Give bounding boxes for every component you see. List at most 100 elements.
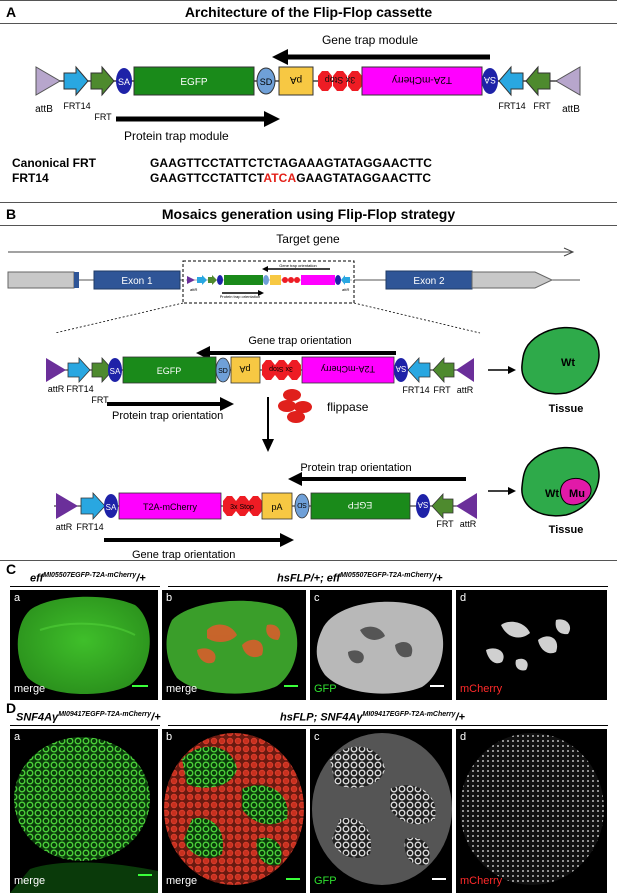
svg-text:Wt: Wt [561,357,575,369]
svg-text:SA: SA [110,367,121,376]
section-a-header: A Architecture of the Flip-Flop cassette [0,0,617,24]
attr-left-1 [46,358,66,382]
svg-text:SA: SA [484,75,496,85]
frt-left [90,65,115,97]
svg-text:SA: SA [417,500,428,509]
canonical-frt-label: Canonical FRT [12,156,97,170]
svg-text:attR: attR [56,522,73,532]
svg-text:FRT14: FRT14 [66,384,93,394]
gene-trap-module-label: Gene trap module [322,33,418,47]
tissue-wt [521,326,600,395]
svg-text:Mu: Mu [569,488,585,500]
svg-text:Tissue: Tissue [549,524,584,536]
svg-text:SA: SA [106,503,117,512]
svg-text:flippase: flippase [327,400,369,414]
section-d-letter: D [6,700,17,716]
panel-d-d: d mCherry [456,729,607,893]
mutant-clone [560,477,592,506]
svg-text:Protein trap orientation: Protein trap orientation [300,462,411,474]
section-d-genotype-left: SNF4AγMI09417EGFP-T2A-mCherry/+ [16,711,161,724]
attr-right-2 [456,493,477,519]
svg-text:FRT: FRT [433,385,451,395]
svg-text:FRT14: FRT14 [498,101,525,111]
utr-left [7,271,75,289]
section-c-genotype-left: effMI05507EGFP-T2A-mCherry/+ [30,572,146,585]
panel-c-b: b merge [162,590,306,700]
canonical-frt-sequence: GAAGTTCCTATTCTCTAGAAAGTATAGGAACTTC [150,156,433,170]
svg-text:FRT14: FRT14 [76,522,103,532]
frt-right [525,65,551,97]
svg-text:EGFP: EGFP [348,500,373,510]
mini-cassette: Gene trap orientation attR attR Protein … [186,263,352,299]
section-b-letter: B [6,206,17,222]
section-a-title: Architecture of the Flip-Flop cassette [184,4,433,20]
attr-right-1 [456,358,474,382]
svg-text:Protein trap orientation: Protein trap orientation [112,410,223,422]
svg-text:T2A-mCherry: T2A-mCherry [143,502,198,512]
mosaic-strategy-diagram: Target gene Exon 1 Exon 2 Gene trap orie… [7,232,600,560]
attb-left [35,66,61,96]
svg-text:SD: SD [297,501,307,508]
svg-text:Exon 1: Exon 1 [121,276,153,287]
svg-text:EGFP: EGFP [180,77,208,88]
svg-text:3x Stop: 3x Stop [325,75,356,85]
frt14-left [63,65,89,97]
svg-text:FRT14: FRT14 [63,101,90,111]
svg-text:Gene trap orientation: Gene trap orientation [279,263,317,268]
svg-text:FRT14: FRT14 [402,385,429,395]
svg-text:3x Stop: 3x Stop [230,504,254,511]
section-b-title: Mosaics generation using Flip-Flop strat… [161,206,456,222]
flippase-blobs [278,389,312,423]
stop-codons [318,71,362,91]
svg-text:Gene trap orientation: Gene trap orientation [132,549,235,560]
svg-text:Gene trap orientation: Gene trap orientation [248,335,351,347]
section-d-genotype-right: hsFLP; SNF4AγMI09417EGFP-T2A-mCherry/+ [280,711,465,724]
frt14-right [498,65,524,97]
sa-right [482,68,498,94]
svg-text:Tissue: Tissue [549,403,584,415]
section-a-letter: A [6,4,17,20]
cassette-diagram: Gene trap module SA EGFP SD pA 3x Stop T… [35,33,581,143]
svg-text:T2A-mCherry: T2A-mCherry [321,364,376,374]
svg-text:pA: pA [290,74,303,85]
section-b-header: B Mosaics generation using Flip-Flop str… [0,202,617,226]
svg-text:attB: attB [35,104,53,115]
panel-c-c: c GFP [310,590,452,700]
utr-right [471,271,554,289]
svg-text:Protein trap module: Protein trap module [124,129,229,143]
panel-d-a: a merge [10,729,158,893]
frt14-mutation: ATCA [263,171,297,185]
svg-text:attB: attB [562,104,580,115]
svg-text:EGFP: EGFP [157,366,182,376]
egfp-box [133,66,255,96]
section-c-letter: C [6,561,17,577]
svg-text:SA: SA [395,364,406,373]
panel-c-a: a merge [10,590,158,700]
svg-text:attR: attR [457,385,474,395]
svg-text:Wt: Wt [545,488,559,500]
panel-c-d: d mCherry [456,590,607,700]
svg-text:SD: SD [260,77,273,87]
sa-left [116,68,132,94]
t2a-mcherry-box [361,66,483,96]
svg-text:Exon 2: Exon 2 [413,276,445,287]
svg-text:FRT: FRT [94,112,112,122]
svg-text:attR: attR [48,384,65,394]
svg-text:attR: attR [190,287,197,292]
svg-text:attR: attR [460,519,477,529]
svg-text:FRT: FRT [436,519,454,529]
svg-text:pA: pA [239,364,250,374]
sd [256,67,276,95]
svg-text:FRT: FRT [533,101,551,111]
svg-text:T2A-mCherry: T2A-mCherry [392,74,452,85]
svg-text:attR: attR [342,287,349,292]
section-c-divider [0,560,617,561]
pa-box [278,66,314,96]
svg-text:SD: SD [218,368,228,375]
frt14-sequence: GAAGTTCCTATTCTATCAGAAGTATAGGAACTTC [150,171,432,185]
svg-text:3x Stop: 3x Stop [269,365,293,372]
svg-text:FRT: FRT [91,395,109,405]
attr-left-2 [56,493,78,519]
target-gene-label: Target gene [276,232,340,246]
panel-d-c: c GFP [310,729,452,893]
